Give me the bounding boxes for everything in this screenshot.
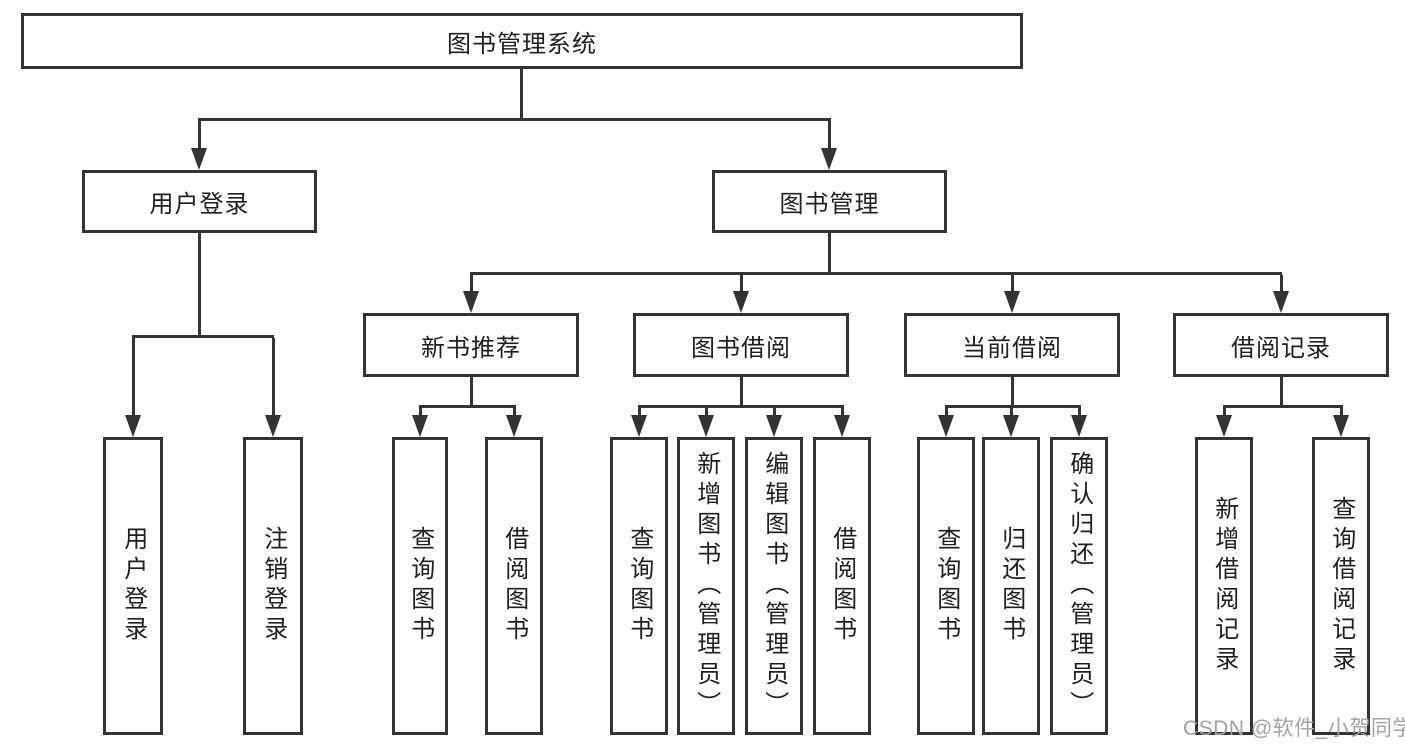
node-library-management-system: 图书管理系统 (21, 13, 1023, 69)
leaf-label: 编辑图书（管理员） (760, 451, 788, 721)
leaf-label: 新增借阅记录 (1210, 496, 1238, 676)
connector-line (1078, 408, 1081, 417)
connector-line (272, 338, 275, 417)
connector-line (828, 233, 831, 274)
leaf-edit-books-admin: 编辑图书（管理员） (745, 437, 803, 735)
connector-line (419, 405, 516, 408)
leaf-label: 查询借阅记录 (1327, 496, 1355, 676)
connector-line (1011, 377, 1014, 405)
node-book-borrowing: 图书借阅 (633, 313, 849, 377)
arrowhead-down-icon (463, 291, 479, 313)
leaf-return-books: 归还图书 (982, 437, 1040, 735)
connector-line (945, 408, 948, 417)
leaf-query-books-recommend: 查询图书 (392, 437, 448, 735)
leaf-query-books-borrow: 查询图书 (610, 437, 668, 735)
node-label: 当前借阅 (962, 334, 1062, 362)
leaf-label: 查询图书 (625, 526, 653, 646)
connector-line (1340, 408, 1343, 417)
node-current-borrowing: 当前借阅 (904, 313, 1120, 377)
connector-line (198, 118, 831, 121)
connector-line (1223, 405, 1343, 408)
arrowhead-down-icon (1071, 415, 1087, 437)
arrowhead-down-icon (766, 415, 782, 437)
leaf-add-books-admin: 新增图书（管理员） (677, 437, 735, 735)
leaf-borrow-books: 借阅图书 (813, 437, 871, 735)
arrowhead-down-icon (1333, 415, 1349, 437)
connector-line (1011, 275, 1014, 292)
connector-line (132, 335, 274, 338)
leaf-label: 借阅图书 (500, 526, 528, 646)
arrowhead-down-icon (506, 415, 522, 437)
connector-line (1223, 408, 1226, 417)
connector-line (419, 408, 422, 417)
arrowhead-down-icon (631, 415, 647, 437)
arrowhead-down-icon (265, 415, 281, 437)
leaf-label: 查询图书 (932, 526, 960, 646)
connector-line (1280, 377, 1283, 405)
node-user-login: 用户登录 (82, 170, 317, 233)
leaf-label: 用户登录 (119, 526, 147, 646)
leaf-label: 注销登录 (259, 526, 287, 646)
connector-line (198, 233, 201, 335)
arrowhead-down-icon (733, 291, 749, 313)
arrowhead-down-icon (125, 415, 141, 437)
connector-line (520, 69, 523, 118)
leaf-label: 查询图书 (406, 526, 434, 646)
arrowhead-down-icon (834, 415, 850, 437)
leaf-label: 归还图书 (997, 526, 1025, 646)
leaf-label: 新增图书（管理员） (692, 451, 720, 721)
connector-line (705, 408, 708, 417)
node-label: 新书推荐 (421, 334, 521, 362)
arrowhead-down-icon (191, 148, 207, 170)
node-borrowing-records: 借阅记录 (1173, 313, 1389, 377)
arrowhead-down-icon (412, 415, 428, 437)
node-new-book-recommendation: 新书推荐 (363, 313, 579, 377)
connector-line (945, 405, 1081, 408)
leaf-label: 借阅图书 (828, 526, 856, 646)
csdn-watermark: CSDN @软件_小贺同学 (1183, 717, 1405, 740)
connector-line (638, 408, 641, 417)
node-label: 借阅记录 (1231, 334, 1331, 362)
node-label: 图书管理系统 (447, 30, 597, 58)
connector-line (470, 275, 473, 292)
arrowhead-down-icon (1004, 291, 1020, 313)
connector-line (470, 272, 1282, 275)
arrowhead-down-icon (1216, 415, 1232, 437)
connector-line (1280, 275, 1283, 292)
connector-line (841, 408, 844, 417)
leaf-borrow-books-recommend: 借阅图书 (485, 437, 543, 735)
connector-line (740, 377, 743, 405)
connector-line (740, 275, 743, 292)
arrowhead-down-icon (821, 148, 837, 170)
arrowhead-down-icon (1003, 415, 1019, 437)
arrowhead-down-icon (698, 415, 714, 437)
leaf-add-borrow-record: 新增借阅记录 (1195, 437, 1253, 735)
connector-line (470, 377, 473, 405)
node-label: 图书借阅 (691, 334, 791, 362)
connector-line (828, 121, 831, 150)
node-label: 图书管理 (779, 191, 880, 218)
arrowhead-down-icon (938, 415, 954, 437)
connector-line (198, 121, 201, 150)
node-book-management: 图书管理 (712, 170, 947, 233)
node-label: 用户登录 (149, 191, 250, 218)
leaf-user-login: 用户登录 (103, 437, 163, 735)
leaf-confirm-return-admin: 确认归还（管理员） (1050, 437, 1108, 735)
connector-line (638, 405, 844, 408)
leaf-label: 确认归还（管理员） (1065, 451, 1093, 721)
connector-line (513, 408, 516, 417)
connector-line (773, 408, 776, 417)
leaf-logout: 注销登录 (243, 437, 303, 735)
arrowhead-down-icon (1273, 291, 1289, 313)
connector-line (1010, 408, 1013, 417)
connector-line (132, 338, 135, 417)
leaf-query-books-current: 查询图书 (917, 437, 975, 735)
leaf-query-borrow-record: 查询借阅记录 (1312, 437, 1370, 735)
